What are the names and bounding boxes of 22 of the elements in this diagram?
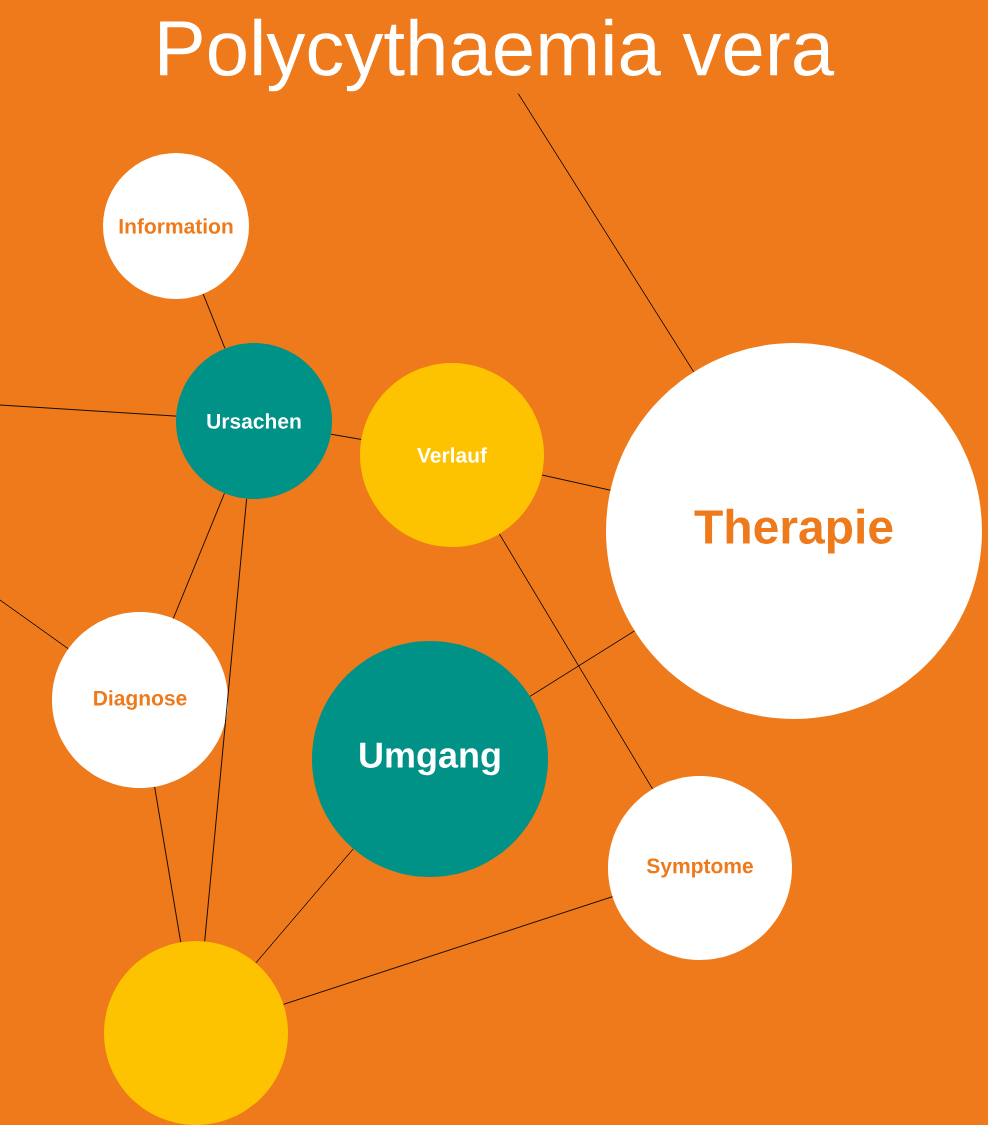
title: Polycythaemia vera bbox=[160, 18, 835, 92]
circle-node: Information bbox=[103, 153, 249, 299]
circle-node bbox=[104, 941, 288, 1125]
connector-line bbox=[0, 599, 69, 650]
connector-line bbox=[499, 533, 653, 790]
connector-line bbox=[529, 630, 635, 697]
connector-line bbox=[154, 786, 182, 943]
circle-node: Therapie bbox=[606, 343, 982, 719]
connector-line bbox=[0, 404, 177, 417]
circle-node: Verlauf bbox=[360, 363, 544, 547]
connector-line bbox=[202, 293, 226, 349]
connector-line bbox=[283, 896, 613, 1005]
connector-line bbox=[517, 93, 695, 373]
connector-line bbox=[330, 433, 362, 440]
circle-node: Diagnose bbox=[52, 612, 228, 788]
connector-line bbox=[204, 498, 248, 942]
circle-node: Umgang bbox=[312, 641, 548, 877]
connector-line bbox=[541, 474, 611, 491]
connector-line bbox=[255, 848, 354, 964]
connector-line bbox=[172, 492, 225, 619]
circle-node: Ursachen bbox=[176, 343, 332, 499]
circle-node: Symptome bbox=[608, 776, 792, 960]
